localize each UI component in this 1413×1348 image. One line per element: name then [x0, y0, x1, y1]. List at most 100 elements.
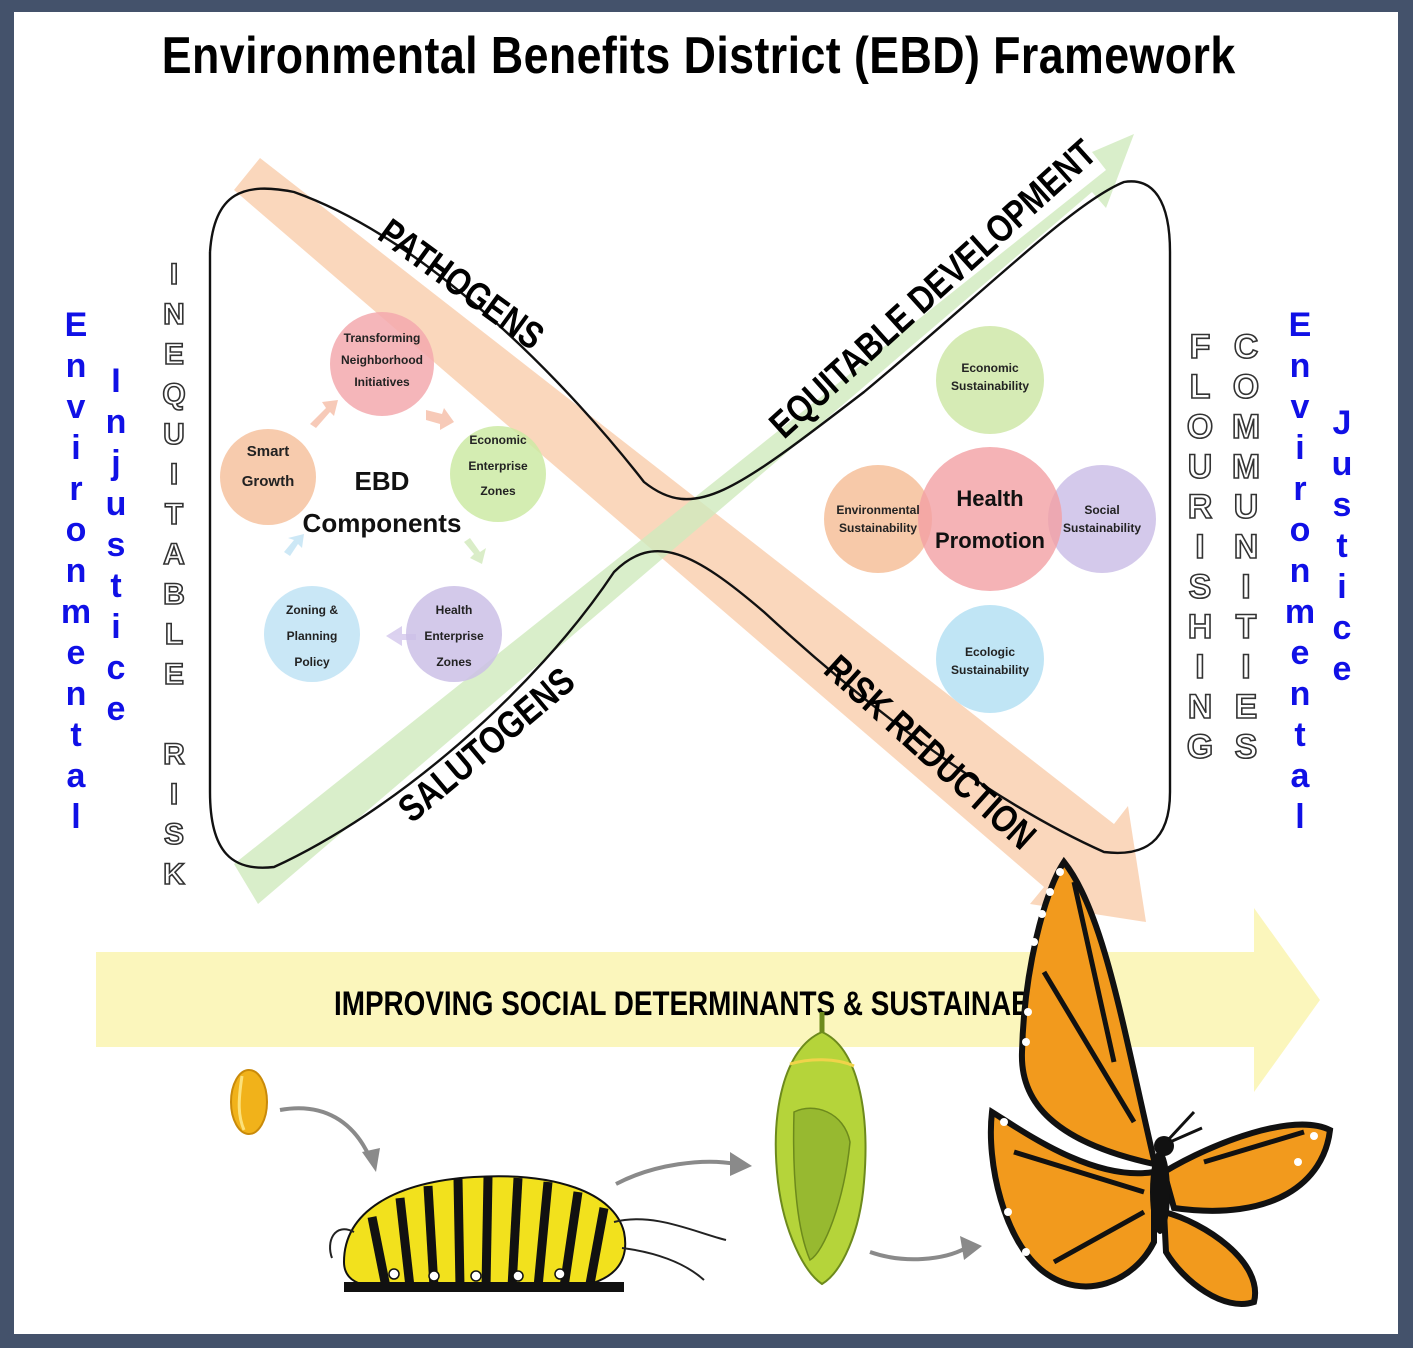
- vertical-letter: l: [71, 798, 81, 836]
- equitable-development-arrow: [234, 134, 1134, 904]
- vertical-letter: v: [66, 388, 86, 426]
- hp-item-1-line2: Sustainability: [951, 379, 1029, 393]
- vertical-letter: e: [66, 634, 86, 672]
- hp-item-1-line1: Economic: [961, 361, 1019, 375]
- chrysalis-icon: [774, 1012, 867, 1286]
- component-4-line2: Planning: [287, 629, 338, 643]
- vertical-letter: L: [1189, 368, 1211, 406]
- vertical-letter: U: [1233, 488, 1259, 526]
- component-4-line1: Zoning &: [286, 603, 338, 617]
- vertical-letter: J: [1332, 404, 1352, 442]
- hp-item-2-line1: Social: [1084, 503, 1119, 517]
- vertical-letter: E: [163, 338, 185, 371]
- component-3-line2: Enterprise: [424, 629, 484, 643]
- vertical-letter: i: [1337, 568, 1347, 606]
- component-2-line1: Economic: [469, 433, 527, 447]
- vertical-letter: I: [1240, 568, 1251, 606]
- vertical-letter: L: [164, 618, 184, 651]
- figure-frame: Environmental Benefits District (EBD) Fr…: [14, 12, 1398, 1334]
- vertical-letter: r: [1293, 470, 1307, 508]
- component-circle-health-zones: [406, 586, 502, 682]
- component-circle-smart-growth: [220, 429, 316, 525]
- vertical-letter: n: [65, 675, 87, 713]
- vertical-letter: m: [60, 593, 92, 631]
- circle-ecologic-sustainability: [936, 605, 1044, 713]
- butterfly-icon: [987, 856, 1334, 1307]
- vertical-letter: C: [1233, 328, 1259, 366]
- vertical-letter: I: [169, 258, 179, 291]
- vertical-letter: t: [110, 567, 122, 605]
- vertical-letter: l: [1295, 798, 1305, 836]
- ebd-center-line1: EBD: [355, 466, 410, 496]
- vertical-letter: U: [162, 418, 185, 451]
- hp-item-3-line2: Sustainability: [951, 663, 1029, 677]
- hp-item-3-line1: Ecologic: [965, 645, 1015, 659]
- vertical-letter: I: [169, 458, 179, 491]
- improving-arrow: [96, 908, 1320, 1092]
- egg-icon: [230, 1069, 268, 1135]
- vertical-letter: N: [1233, 528, 1259, 566]
- vertical-letter: N: [1187, 688, 1213, 726]
- vertical-letter: R: [1187, 488, 1213, 526]
- cycle-arrow-icon: [284, 400, 486, 646]
- vertical-letter: [170, 700, 178, 740]
- component-5-line2: Growth: [242, 473, 295, 490]
- vertical-letter: e: [106, 690, 126, 728]
- vertical-letter: c: [1332, 609, 1352, 647]
- vertical-letter: B: [162, 578, 185, 611]
- vertical-letter: e: [1290, 634, 1310, 672]
- vertical-letter: S: [1188, 568, 1212, 606]
- vertical-letter: O: [1232, 368, 1260, 406]
- hourglass-outline: [208, 180, 1172, 869]
- vertical-letter: s: [1332, 486, 1352, 524]
- vertical-letter: M: [1231, 408, 1261, 446]
- hp-center-line2: Promotion: [935, 528, 1045, 553]
- ebd-center-line2: Components: [303, 508, 462, 538]
- vertical-letter: I: [1240, 648, 1251, 686]
- component-circle-economic-zones: [450, 426, 546, 522]
- vertical-letter: M: [1231, 448, 1261, 486]
- vertical-letter: N: [162, 298, 185, 331]
- component-3-line1: Health: [436, 603, 473, 617]
- vertical-letter: t: [1336, 527, 1348, 565]
- hp-item-4-line2: Sustainability: [839, 521, 917, 535]
- vertical-letter: o: [1289, 511, 1311, 549]
- vertical-letter: S: [1234, 728, 1258, 766]
- vertical-letter: a: [1290, 757, 1310, 795]
- vertical-letter: n: [65, 552, 87, 590]
- equitable-development-label: EQUITABLE DEVELOPMENT: [762, 132, 1104, 446]
- vertical-letter: n: [1289, 347, 1311, 385]
- vertical-letter: E: [163, 658, 185, 691]
- vertical-letter: i: [1295, 429, 1305, 467]
- vertical-letter: I: [111, 362, 121, 400]
- vertical-letter: T: [1235, 608, 1257, 646]
- vertical-letter: F: [1189, 328, 1211, 366]
- vertical-letter: O: [1186, 408, 1214, 446]
- vertical-letter: H: [1187, 608, 1213, 646]
- circle-economic-sustainability: [936, 326, 1044, 434]
- component-1-line3: Initiatives: [354, 375, 410, 389]
- vertical-letter: I: [1194, 648, 1205, 686]
- component-1-line1: Transforming: [344, 331, 421, 345]
- risk-reduction-arrow: [234, 158, 1146, 922]
- component-4-line3: Policy: [294, 655, 330, 669]
- vertical-letter: a: [66, 757, 86, 795]
- vertical-letter: I: [1194, 528, 1205, 566]
- component-2-line2: Enterprise: [468, 459, 528, 473]
- vertical-letter: i: [71, 429, 81, 467]
- component-circle-zoning: [264, 586, 360, 682]
- vertical-letter: v: [1290, 388, 1310, 426]
- vertical-letter: u: [1331, 445, 1353, 483]
- vertical-letter: u: [105, 485, 127, 523]
- hp-item-4-line1: Environmental: [836, 503, 919, 517]
- vertical-letter: Q: [162, 378, 187, 411]
- vertical-letter: t: [1294, 716, 1306, 754]
- component-2-line3: Zones: [480, 484, 516, 498]
- vertical-letter: n: [1289, 675, 1311, 713]
- vertical-letter: j: [111, 444, 121, 482]
- vertical-letter: I: [169, 778, 179, 811]
